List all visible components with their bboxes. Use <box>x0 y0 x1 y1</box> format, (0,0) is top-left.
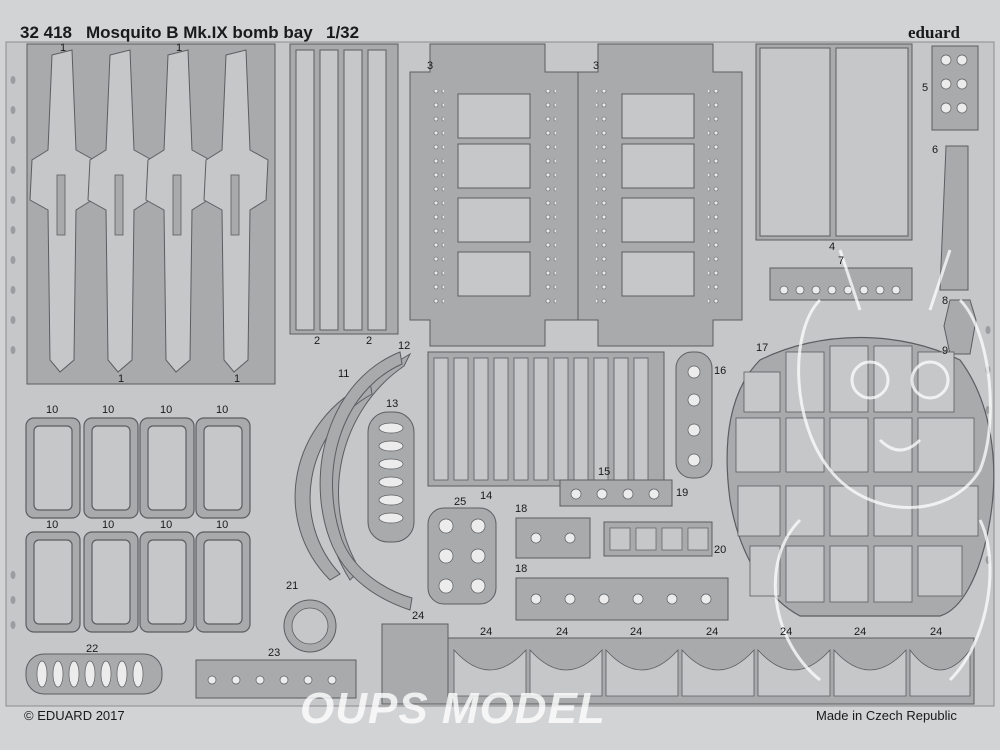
label-part-6: 6 <box>932 144 939 156</box>
label-part-24: 24 <box>412 610 425 622</box>
label-part-2: 2 <box>366 335 373 347</box>
label-part-7: 7 <box>838 255 845 267</box>
part-21-group <box>283 599 337 653</box>
part-4-group <box>755 43 913 241</box>
watermark-mascot <box>773 249 992 682</box>
label-part-24: 24 <box>630 626 643 638</box>
part-10-group <box>25 417 251 633</box>
label-part-10: 10 <box>160 404 173 416</box>
label-part-16: 16 <box>714 365 727 377</box>
label-part-17: 17 <box>756 342 769 354</box>
label-part-21: 21 <box>286 580 299 592</box>
copyright-text: © EDUARD 2017 <box>24 708 125 723</box>
brand-logo: eduard <box>908 23 960 42</box>
label-part-24: 24 <box>930 626 943 638</box>
label-part-3: 3 <box>593 60 600 72</box>
product-name: Mosquito B Mk.IX bomb bay <box>86 23 313 42</box>
label-part-1: 1 <box>118 373 125 385</box>
part-7-group <box>769 267 913 301</box>
label-part-25: 25 <box>454 496 467 508</box>
label-part-20: 20 <box>714 544 727 556</box>
label-part-18: 18 <box>515 563 528 575</box>
label-part-15: 15 <box>598 466 611 478</box>
part-2-group <box>289 43 399 335</box>
part-15-19-group <box>559 479 673 507</box>
label-part-22: 22 <box>86 643 99 655</box>
label-part-24: 24 <box>556 626 569 638</box>
label-part-18: 18 <box>515 503 528 515</box>
label-part-10: 10 <box>102 404 115 416</box>
label-part-24: 24 <box>780 626 793 638</box>
label-part-10: 10 <box>160 519 173 531</box>
label-part-9: 9 <box>942 345 949 357</box>
label-part-10: 10 <box>216 519 229 531</box>
label-part-19: 19 <box>676 487 689 499</box>
label-part-10: 10 <box>46 404 59 416</box>
part-3-group <box>409 43 743 347</box>
part-14-group <box>427 351 665 487</box>
label-part-1: 1 <box>60 42 67 54</box>
label-part-3: 3 <box>427 60 434 72</box>
label-part-2: 2 <box>314 335 321 347</box>
part-1-group <box>26 43 276 385</box>
part-20-group <box>603 521 713 557</box>
product-scale: 1/32 <box>326 23 360 42</box>
label-part-24: 24 <box>854 626 867 638</box>
part-18-group <box>515 517 729 621</box>
label-part-5: 5 <box>922 82 929 94</box>
part-25-group <box>427 507 497 605</box>
part-6 <box>939 145 969 291</box>
label-part-11: 11 <box>338 368 350 380</box>
label-part-14: 14 <box>480 490 493 502</box>
part-11-12-group <box>294 351 413 611</box>
part-22-group <box>25 653 163 695</box>
label-part-1: 1 <box>176 42 183 54</box>
part-5-group <box>931 45 979 131</box>
label-part-10: 10 <box>46 519 59 531</box>
label-part-12: 12 <box>398 340 411 352</box>
part-16-group <box>675 351 713 479</box>
watermark-text: OUPS MODEL <box>300 684 606 733</box>
part-17-group <box>726 337 995 617</box>
product-code: 32 418 <box>20 23 72 42</box>
label-part-1: 1 <box>234 373 241 385</box>
label-part-13: 13 <box>386 398 399 410</box>
label-part-8: 8 <box>942 295 949 307</box>
label-part-10: 10 <box>216 404 229 416</box>
origin-text: Made in Czech Republic <box>816 708 957 723</box>
part-8-9 <box>943 299 977 355</box>
part-23-group <box>195 659 357 699</box>
label-part-23: 23 <box>268 647 281 659</box>
label-part-24: 24 <box>480 626 493 638</box>
label-part-24: 24 <box>706 626 719 638</box>
label-part-4: 4 <box>829 241 836 253</box>
part-24-group <box>381 623 975 705</box>
label-part-10: 10 <box>102 519 115 531</box>
part-13-group <box>367 411 415 543</box>
